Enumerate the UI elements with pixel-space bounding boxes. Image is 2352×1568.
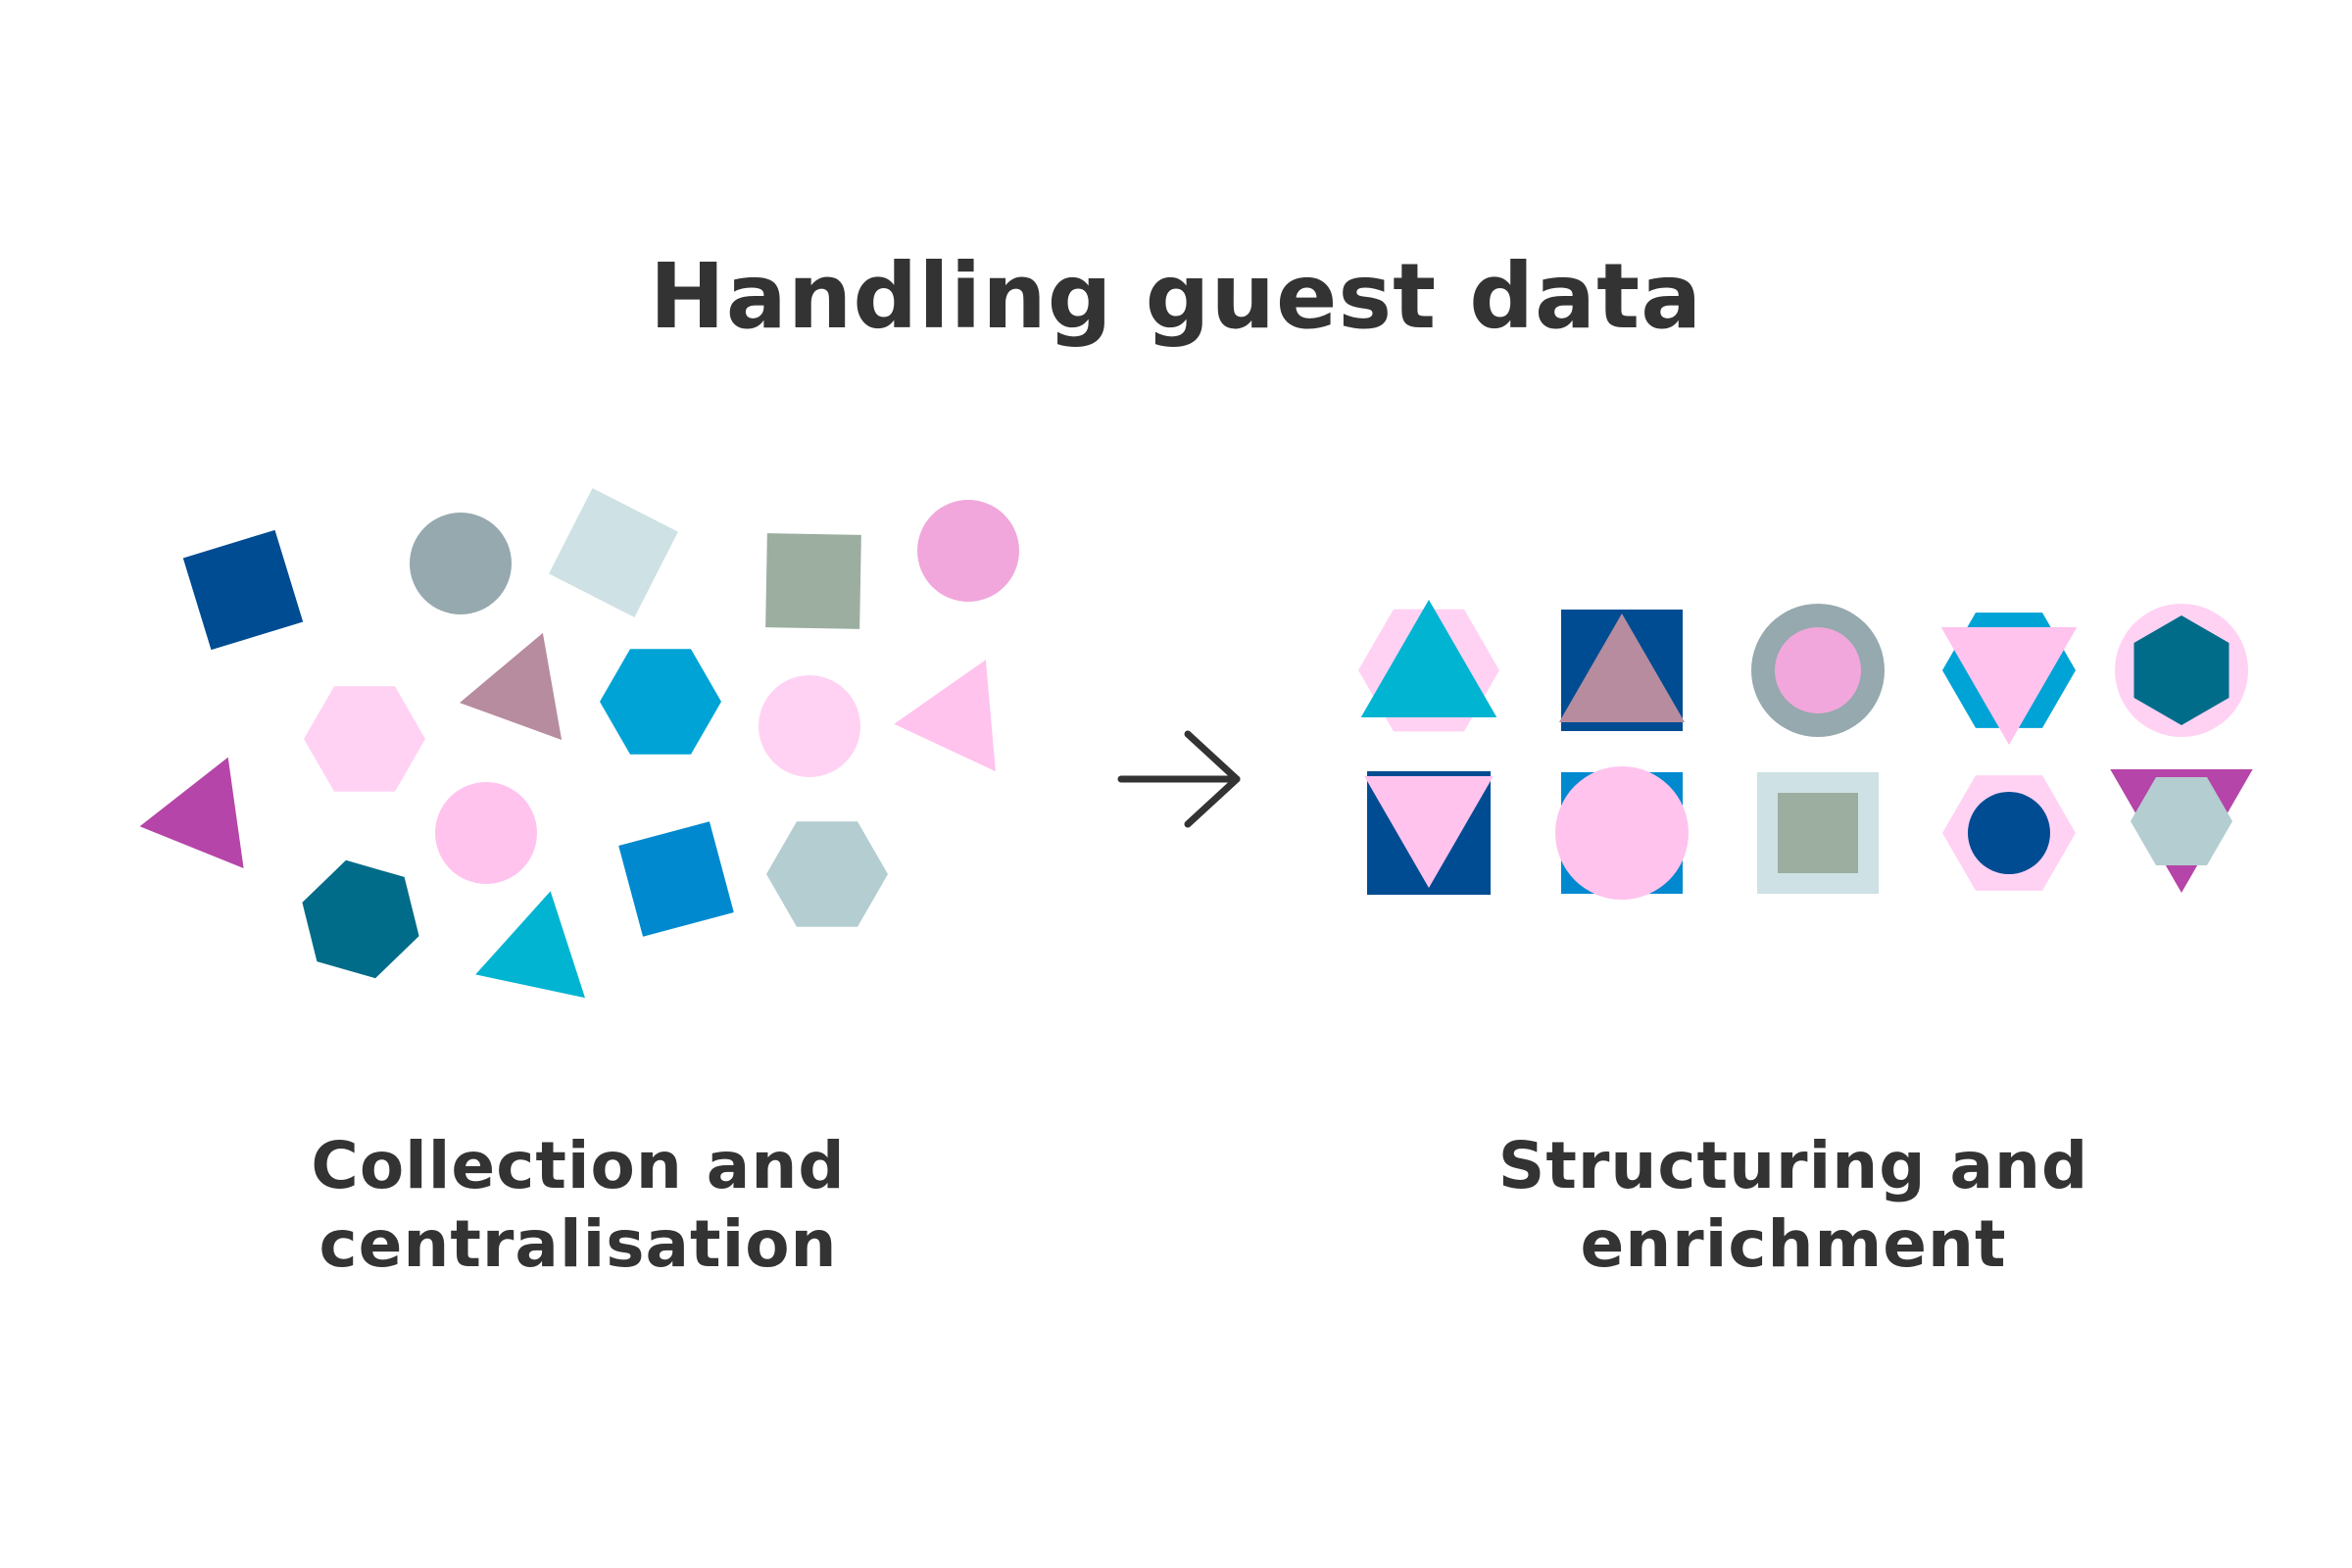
shape-triangle — [1364, 776, 1494, 888]
shape-hexagon — [2133, 615, 2230, 725]
shape-circle — [410, 513, 512, 614]
shape-triangle — [894, 660, 996, 772]
step-structuring-label: Structuring and enrichment — [1431, 1127, 2156, 1284]
shape-square — [1778, 793, 1858, 873]
shape-square — [618, 821, 734, 937]
shape-circle — [759, 675, 860, 777]
shape-circle — [917, 500, 1019, 602]
shape-circle — [1555, 766, 1689, 900]
shape-triangle — [460, 632, 563, 740]
shape-hexagon — [766, 821, 888, 927]
step-collection-label-line1: Collection and — [311, 1128, 846, 1203]
arrow-right-icon — [1117, 730, 1241, 828]
shape-square — [182, 529, 304, 651]
shape-hexagon — [600, 649, 721, 755]
shape-square — [549, 488, 678, 617]
step-collection-label: Collection and centralisation — [216, 1127, 941, 1284]
structured-shapes-group — [1358, 600, 2253, 900]
shape-circle — [1968, 792, 2050, 874]
shape-circle — [435, 782, 537, 884]
shape-triangle — [139, 757, 244, 868]
shape-triangle — [475, 891, 585, 999]
shape-circle — [1775, 627, 1861, 713]
step-collection-label-line2: centralisation — [318, 1206, 838, 1282]
shape-hexagon — [304, 686, 425, 792]
step-structuring-label-line2: enrichment — [1580, 1206, 2007, 1282]
shape-triangle — [1360, 600, 1497, 717]
diagram-title: Handling guest data — [649, 244, 1703, 349]
step-structuring-label-line1: Structuring and — [1497, 1128, 2089, 1203]
scattered-shapes-group — [139, 488, 1019, 999]
shape-triangle — [1558, 613, 1686, 722]
shape-hexagon — [302, 859, 419, 979]
shape-hexagon — [2131, 777, 2232, 865]
shape-triangle — [1940, 627, 2078, 745]
shape-square — [765, 533, 861, 629]
